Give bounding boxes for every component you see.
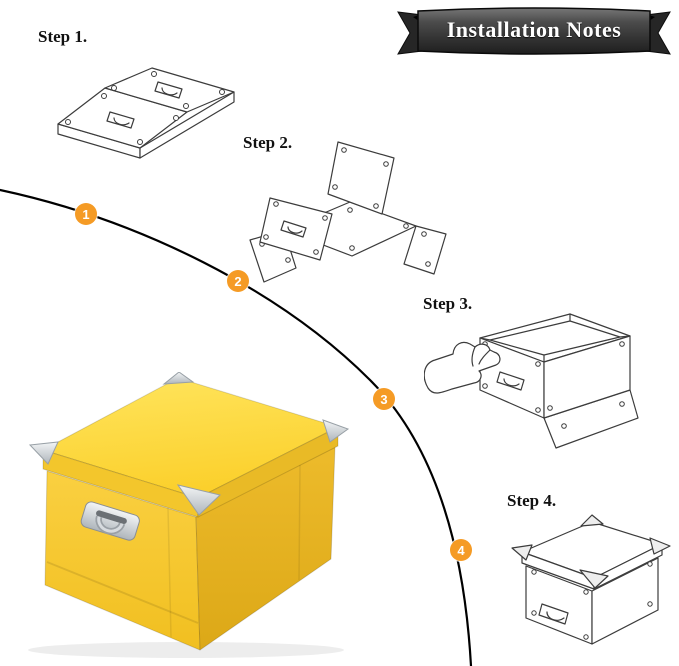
d-ring-handle-icon xyxy=(538,603,569,625)
right-wing-flap xyxy=(403,225,447,275)
step-3-label: Step 3. xyxy=(423,294,473,313)
hand-icon xyxy=(424,341,501,394)
d-ring-handle-icon xyxy=(280,220,307,238)
arc-marker-2: 2 xyxy=(227,270,249,292)
installation-notes-banner: Installation Notes xyxy=(396,5,672,57)
d-ring-handle-icon xyxy=(496,371,525,391)
step-4-diagram xyxy=(511,514,671,645)
step-4-label: Step 4. xyxy=(507,491,557,510)
d-ring-handle-icon xyxy=(154,81,183,99)
arc-marker-4: 4 xyxy=(450,539,472,561)
body-right-face xyxy=(591,557,659,645)
back-panel xyxy=(327,141,395,215)
step-1-diagram xyxy=(57,67,235,159)
step-2-diagram xyxy=(249,141,447,283)
banner-title: Installation Notes xyxy=(446,17,622,42)
metal-handle xyxy=(80,501,140,541)
step-1-label: Step 1. xyxy=(38,27,88,46)
step-2-label: Step 2. xyxy=(243,133,293,152)
arc-marker-3: 3 xyxy=(373,388,395,410)
corner-protector-icon xyxy=(28,372,350,516)
arc-marker-1: 1 xyxy=(75,203,97,225)
right-wall xyxy=(543,335,631,419)
box-shadow xyxy=(28,642,344,658)
d-ring-handle-icon xyxy=(106,111,135,129)
step-3-diagram xyxy=(424,313,639,449)
corner-protector-icon xyxy=(511,514,671,589)
product-photo-yellow-box xyxy=(28,372,350,658)
ribbon-icon xyxy=(397,7,671,55)
